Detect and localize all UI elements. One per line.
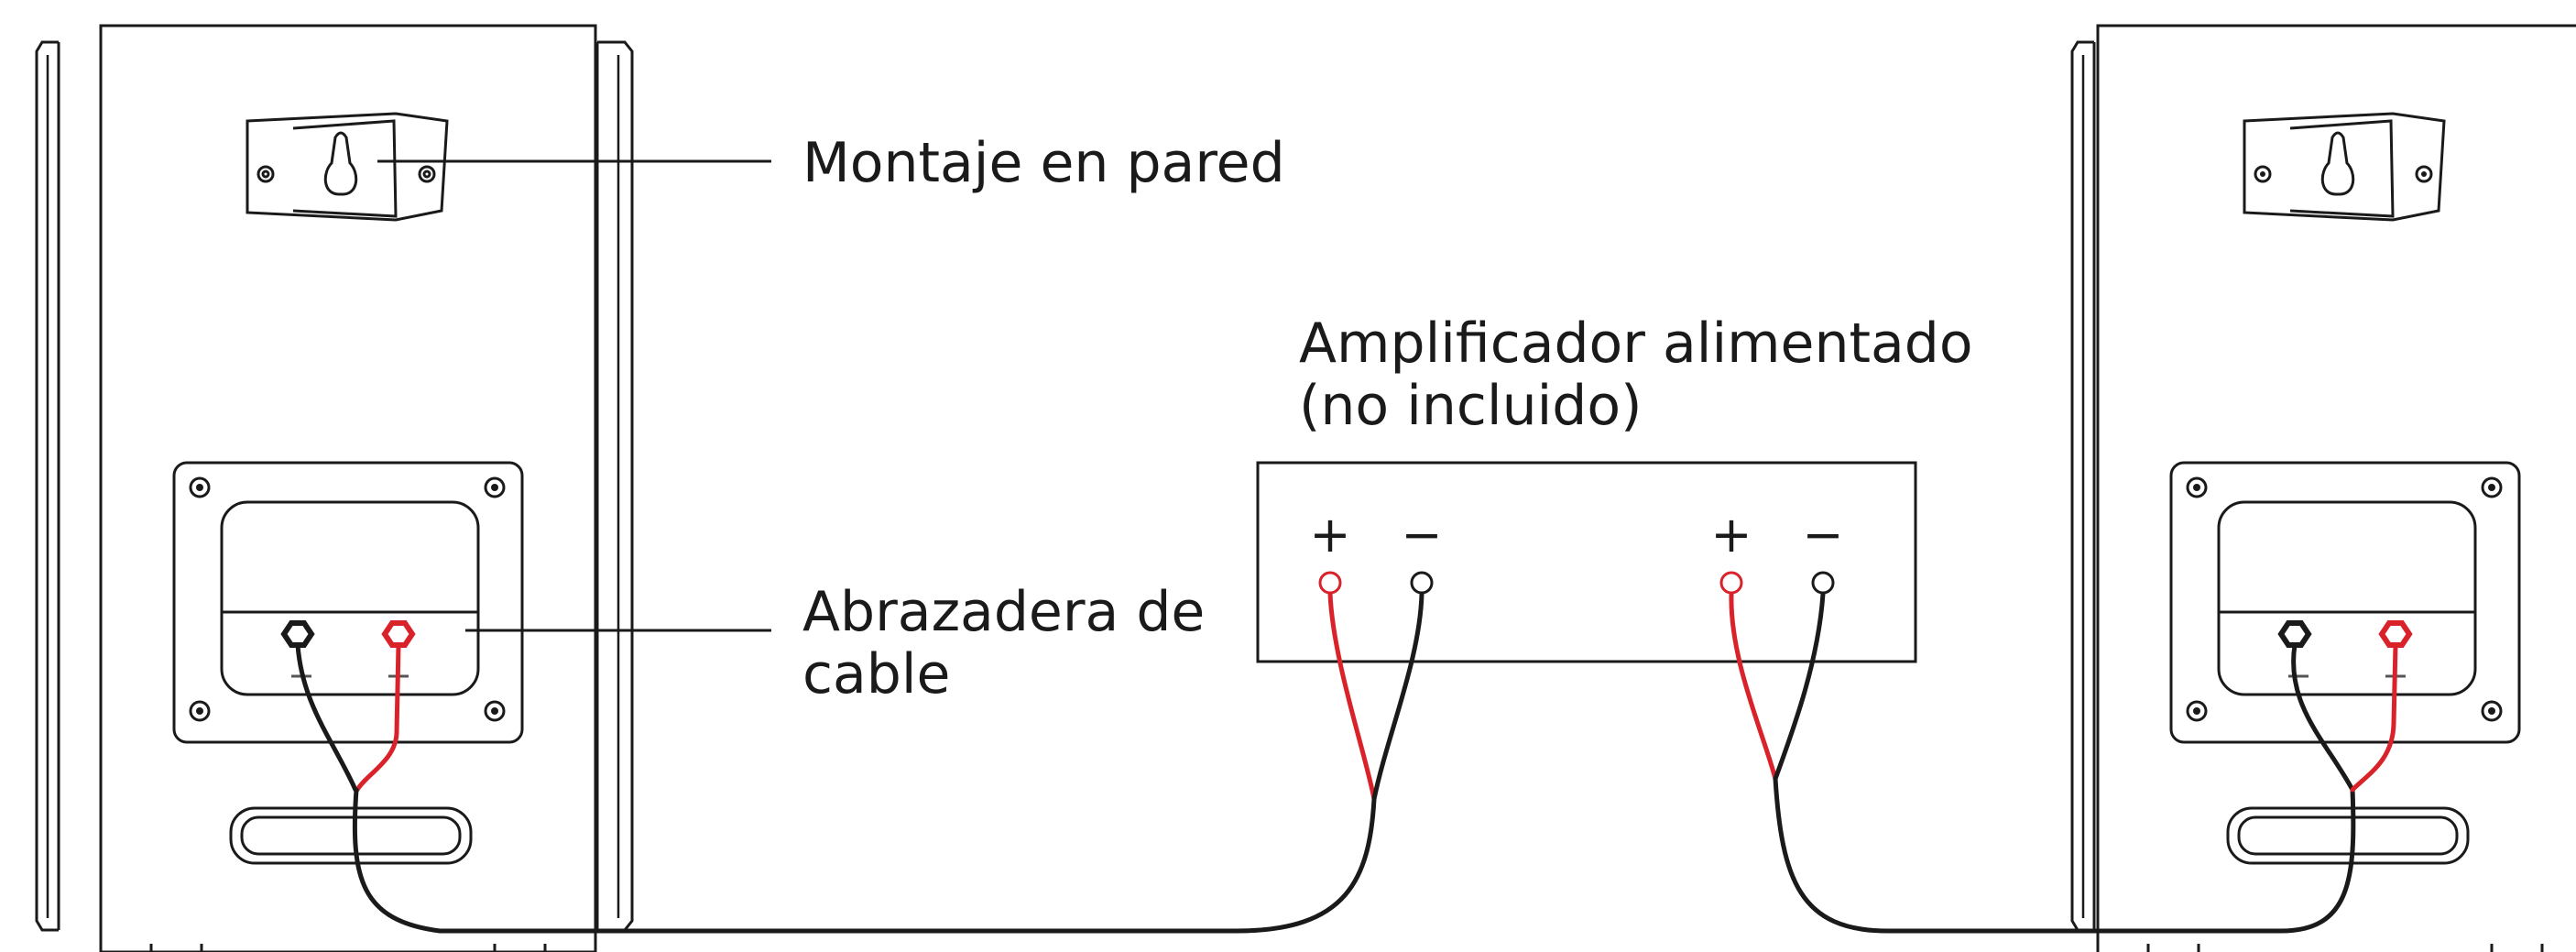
amp-right-minus-sign: − — [1802, 506, 1843, 564]
left-speaker-left-rail — [35, 40, 60, 932]
right-terminal-plate — [2169, 461, 2521, 744]
right-speaker-negative-wire — [2291, 642, 2355, 793]
right-negative-clamp — [2277, 620, 2312, 648]
amp-left-positive-terminal — [1318, 571, 1342, 595]
amp-left-minus-sign: − — [1401, 506, 1442, 564]
left-plate-screw — [484, 700, 506, 722]
left-bracket-screw — [257, 165, 275, 183]
left-negative-clamp — [280, 620, 315, 648]
right-speaker-feet — [2146, 944, 2544, 952]
right-keyhole-slot — [2320, 131, 2355, 196]
amp-right-positive-terminal — [1719, 571, 1743, 595]
amplifier-box — [1256, 461, 1917, 663]
amp-right-plus-sign: + — [1710, 506, 1752, 564]
wiring — [295, 591, 2398, 934]
right-speaker — [2070, 24, 2576, 952]
left-speaker-rail-inner-lines — [46, 55, 620, 918]
right-positive-clamp — [2378, 620, 2413, 648]
amp-left-plus-sign: + — [1309, 506, 1350, 564]
left-speaker-feet — [149, 944, 547, 952]
right-speaker-positive-wire — [2350, 642, 2398, 793]
left-speaker-negative-wire — [295, 642, 358, 793]
amplifier-label-line1: Amplificador alimentado — [1299, 312, 1973, 376]
cable-clamp-label-line2: cable — [802, 642, 950, 706]
amp-right-negative-wire — [1773, 591, 1826, 782]
amp-right-negative-terminal — [1811, 571, 1835, 595]
left-main-cable — [352, 787, 1377, 934]
left-speaker-right-rail — [595, 40, 634, 932]
left-positive-clamp — [381, 620, 416, 648]
amp-left-positive-wire — [1327, 591, 1377, 802]
right-main-cable — [1773, 776, 2356, 934]
left-speaker-cabinet — [99, 24, 597, 952]
cable-clamp-label-line1: Abrazadera de — [802, 580, 1205, 644]
left-plate-screw — [484, 476, 506, 498]
left-plate-screw — [189, 700, 211, 722]
callouts: Montaje en pared Abrazadera de cable Amp… — [377, 131, 1973, 706]
wall-mount-label: Montaje en pared — [802, 131, 1285, 195]
left-speaker — [35, 24, 634, 952]
amp-right-positive-wire — [1729, 591, 1778, 782]
left-wall-mount-bracket — [246, 112, 449, 222]
left-terminal-plate — [172, 461, 524, 744]
left-keyhole-slot — [323, 131, 358, 196]
amp-left-negative-wire — [1371, 591, 1424, 802]
amplifier: + − + − — [1256, 461, 1917, 663]
left-plate-screw — [189, 476, 211, 498]
amplifier-label-line2: (no incluido) — [1299, 374, 1642, 438]
left-bracket-screw — [418, 165, 436, 183]
right-wall-mount-bracket — [2243, 112, 2446, 222]
left-speaker-positive-wire — [355, 642, 401, 793]
right-speaker-cabinet — [2096, 24, 2576, 952]
left-handle-slot — [229, 806, 473, 865]
right-handle-slot — [2226, 806, 2470, 865]
amp-left-negative-terminal — [1410, 571, 1434, 595]
